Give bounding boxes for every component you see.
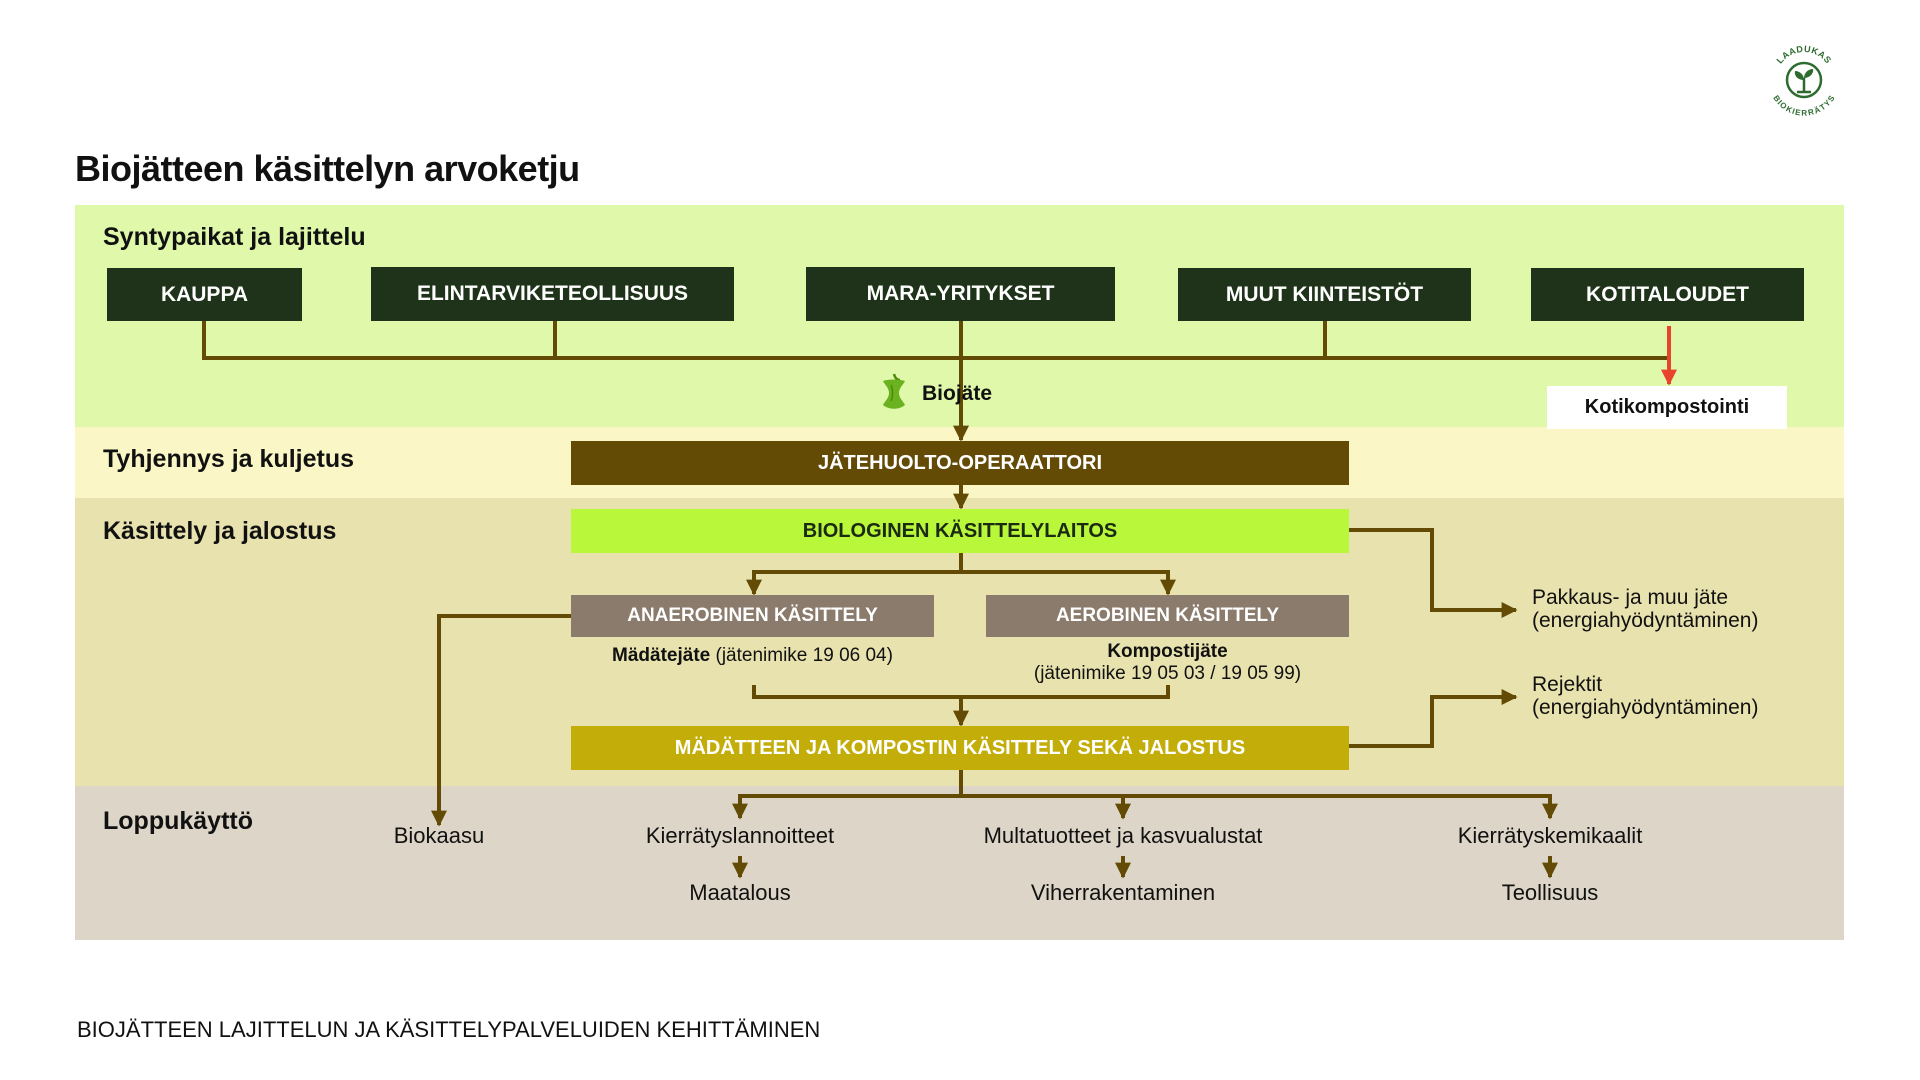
band-enduse: Loppukäyttö xyxy=(75,786,1844,940)
rejects-note: (energiahyödyntäminen) xyxy=(1532,696,1759,719)
aerobic-product-code: (jätenimike 19 05 03 / 19 05 99) xyxy=(1033,663,1302,684)
enduse-multatuotteet: Multatuotteet ja kasvualustat xyxy=(983,823,1263,848)
enduse-teollisuus: Teollisuus xyxy=(1501,880,1599,905)
enduse-biokaasu: Biokaasu xyxy=(393,823,485,848)
waste-operator-box: JÄTEHUOLTO-OPERAATTORI xyxy=(571,441,1349,485)
page-title: Biojätteen käsittelyn arvoketju xyxy=(75,148,580,189)
footer-text: BIOJÄTTEEN LAJITTELUN JA KÄSITTELYPALVEL… xyxy=(77,1017,821,1042)
source-elintarviketeollisuus: ELINTARVIKETEOLLISUUS xyxy=(371,267,734,321)
band-label-transport: Tyhjennys ja kuljetus xyxy=(103,445,355,473)
source-muut-kiinteistot: MUUT KIINTEISTÖT xyxy=(1178,268,1471,321)
band-label-processing: Käsittely ja jalostus xyxy=(103,517,337,545)
band-label-sources: Syntypaikat ja lajittelu xyxy=(103,223,366,251)
refining-box: MÄDÄTTEEN JA KOMPOSTIN KÄSITTELY SEKÄ JA… xyxy=(571,726,1349,770)
source-mara-yritykset: MARA-YRITYKSET xyxy=(806,267,1115,321)
packaging-waste-output: Pakkaus- ja muu jäte (energiahyödyntämin… xyxy=(1532,586,1758,632)
aerobic-box: AEROBINEN KÄSITTELY xyxy=(986,595,1349,637)
enduse-viherrakentaminen: Viherrakentaminen xyxy=(1030,880,1216,905)
band-label-enduse: Loppukäyttö xyxy=(103,807,253,835)
enduse-kierratyslannoitteet: Kierrätyslannoitteet xyxy=(645,823,835,848)
laadukas-biokierratys-logo: LAADUKAS BIOKIERRÄTYS xyxy=(1771,44,1836,118)
anaerobic-product-code: (jätenimike 19 06 04) xyxy=(710,645,893,666)
source-kauppa: KAUPPA xyxy=(107,268,302,321)
aerobic-product: Kompostijäte (jätenimike 19 05 03 / 19 0… xyxy=(986,641,1349,685)
anaerobic-box: ANAEROBINEN KÄSITTELY xyxy=(571,595,934,637)
apple-core-icon xyxy=(883,373,905,409)
anaerobic-product: Mädätejäte (jätenimike 19 06 04) xyxy=(571,644,934,667)
aerobic-product-name: Kompostijäte xyxy=(1107,641,1228,662)
anaerobic-product-name: Mädätejäte xyxy=(612,645,711,666)
source-kotitaloudet: KOTITALOUDET xyxy=(1531,268,1804,321)
packaging-waste-label: Pakkaus- ja muu jäte xyxy=(1532,586,1729,609)
enduse-kierratyskemikaalit: Kierrätyskemikaalit xyxy=(1457,823,1643,848)
home-composting-box: Kotikompostointi xyxy=(1547,386,1787,429)
enduse-maatalous: Maatalous xyxy=(689,880,791,905)
rejects-label: Rejektit xyxy=(1532,673,1603,696)
packaging-waste-note: (energiahyödyntäminen) xyxy=(1532,609,1759,632)
biowaste-label: Biojäte xyxy=(922,382,993,405)
rejects-output: Rejektit (energiahyödyntäminen) xyxy=(1532,673,1758,719)
biological-plant-box: BIOLOGINEN KÄSITTELYLAITOS xyxy=(571,509,1349,553)
